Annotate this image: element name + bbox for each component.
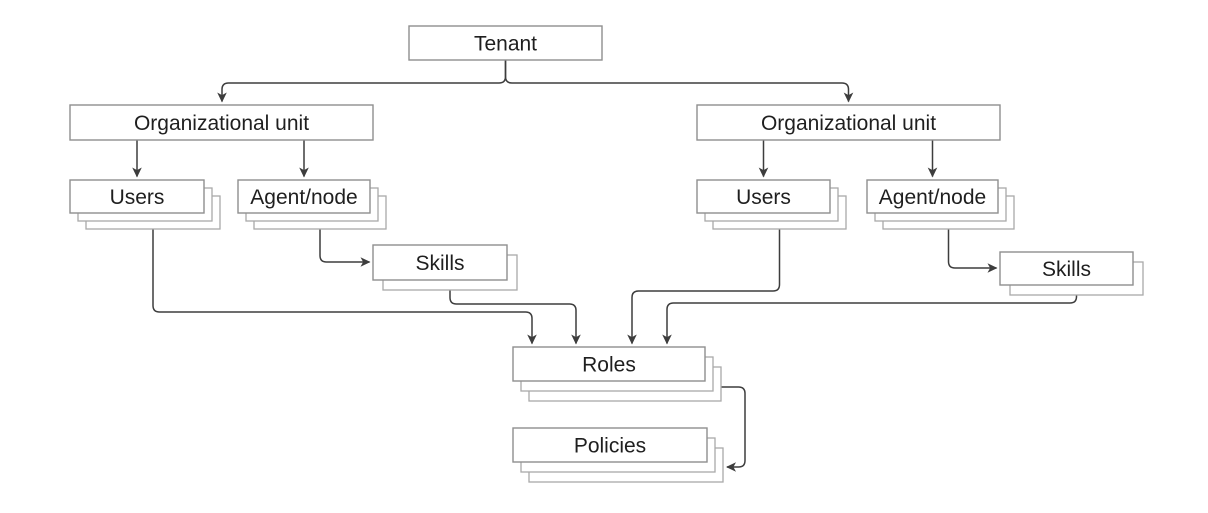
policies-node: Policies (512, 427, 724, 483)
skills-right-node: Skills (999, 251, 1144, 296)
tenant-label: Tenant (474, 33, 537, 56)
skills-right-box (999, 251, 1134, 286)
skills-left-label: Skills (415, 252, 464, 275)
edge-tenant-ou-right (504, 60, 854, 103)
edge-agent-right-skills-right (947, 229, 998, 273)
users-right-label: Users (736, 186, 791, 209)
tenant-node: Tenant (408, 25, 603, 61)
users-left-box (69, 179, 205, 214)
edge-tenant-ou-left (217, 60, 507, 103)
edge-skills-right-roles (662, 295, 1078, 345)
users-right-node: Users (696, 179, 847, 230)
agent-node-left-box (237, 179, 371, 214)
agent-node-right-node: Agent/node (866, 179, 1015, 230)
edge-users-right-roles (627, 229, 781, 345)
roles-label: Roles (582, 354, 636, 377)
org-unit-right-box (696, 104, 1001, 141)
edges (132, 60, 1078, 472)
org-unit-left-box (69, 104, 374, 141)
edge-roles-policies (721, 386, 746, 472)
tenant-box (408, 25, 603, 61)
org-unit-right-node: Organizational unit (696, 104, 1001, 141)
users-left-label: Users (110, 186, 165, 209)
edge-users-left-roles (152, 229, 537, 345)
policies-box (512, 427, 708, 463)
agent-node-left-label: Agent/node (250, 186, 357, 209)
roles-box (512, 346, 706, 382)
org-unit-left-node: Organizational unit (69, 104, 374, 141)
agent-node-right-label: Agent/node (879, 186, 986, 209)
org-unit-right-label: Organizational unit (761, 112, 936, 135)
skills-left-node: Skills (372, 244, 518, 291)
skills-right-label: Skills (1042, 258, 1091, 281)
skills-left-box (372, 244, 508, 281)
users-left-node: Users (69, 179, 221, 230)
users-right-box (696, 179, 831, 214)
policies-label: Policies (574, 435, 646, 458)
org-unit-left-label: Organizational unit (134, 112, 309, 135)
agent-node-left-node: Agent/node (237, 179, 387, 230)
agent-node-right-box (866, 179, 999, 214)
edge-agent-left-skills-left (319, 229, 371, 267)
edge-skills-left-roles (449, 290, 581, 345)
roles-node: Roles (512, 346, 722, 402)
